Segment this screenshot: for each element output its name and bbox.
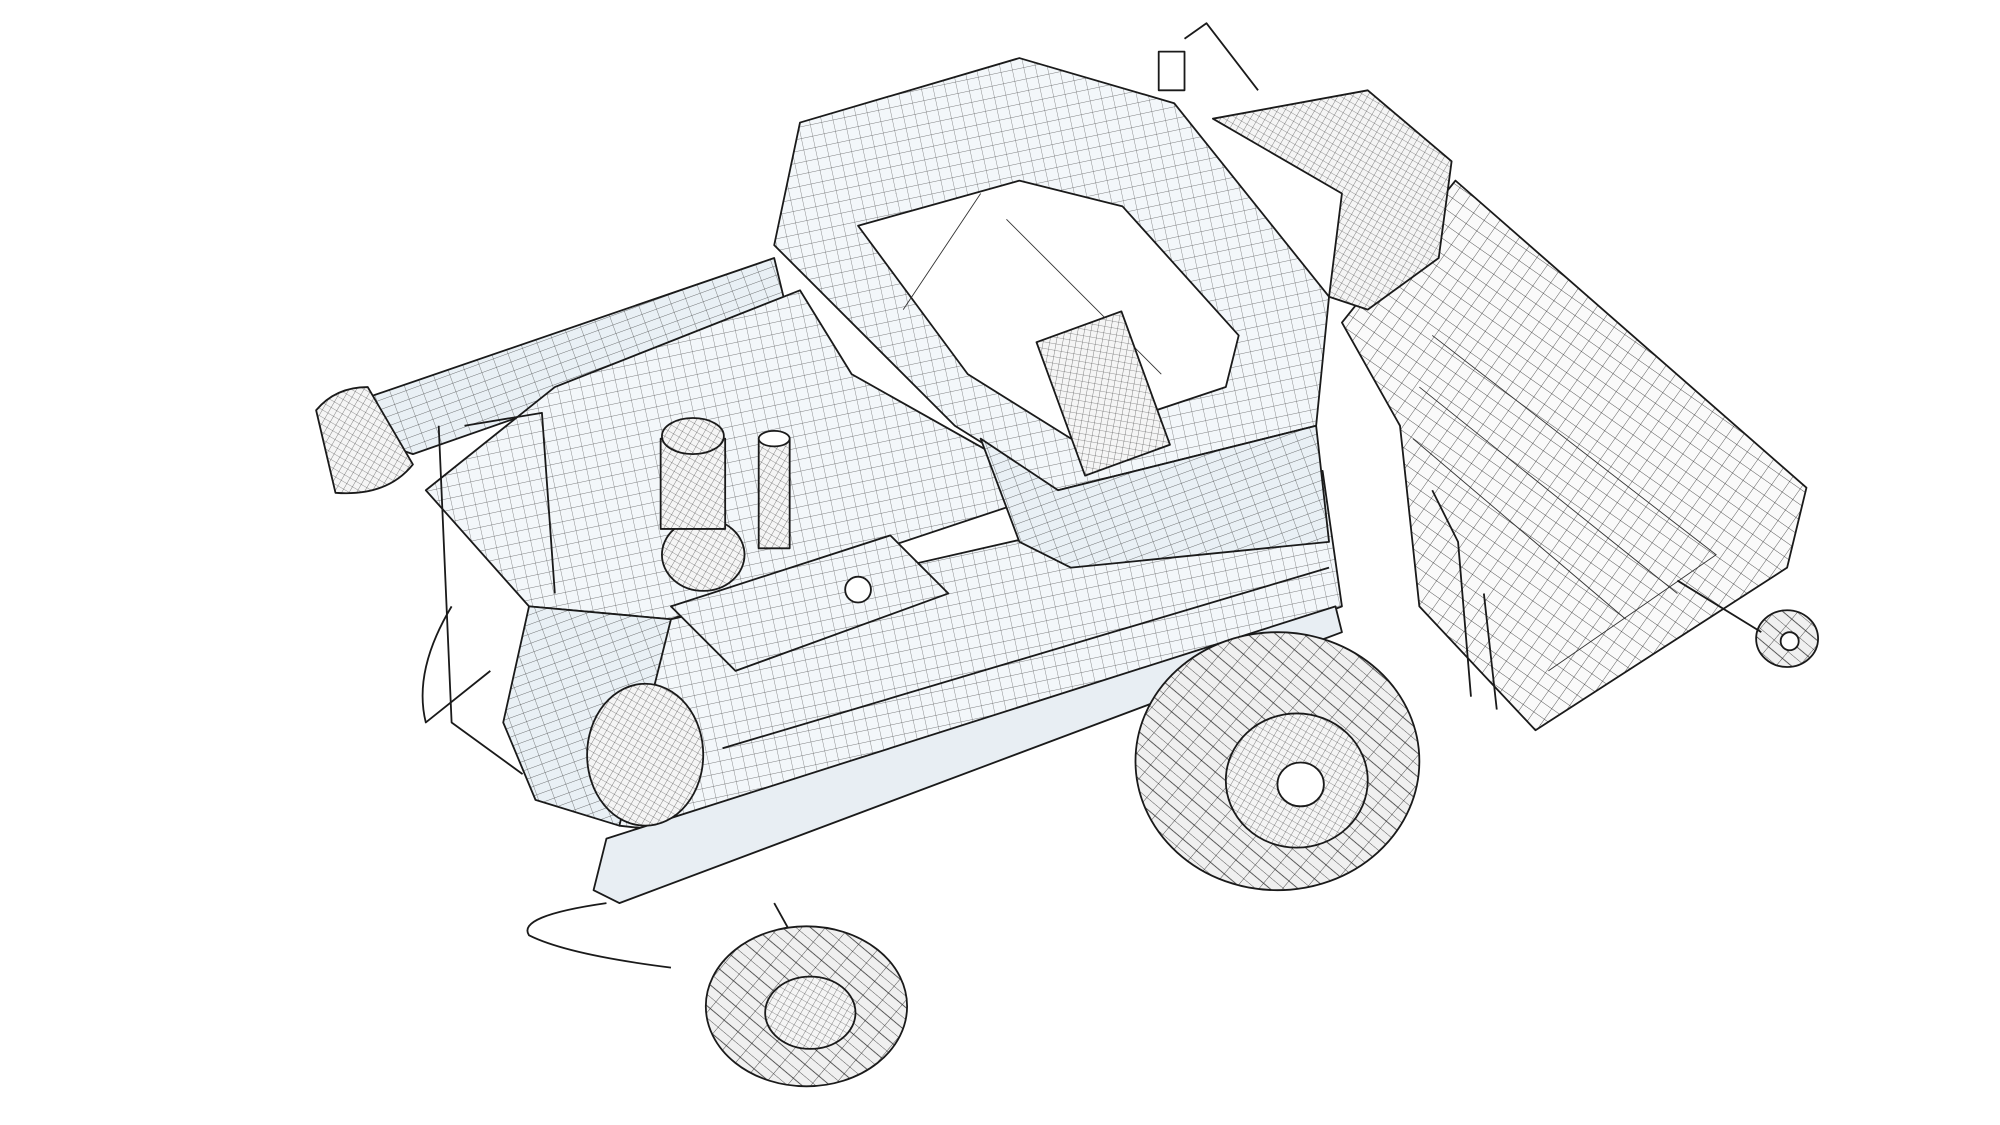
header-assembly xyxy=(1341,179,1808,732)
feeder-house xyxy=(1211,89,1453,311)
rear-wheel xyxy=(704,902,908,1088)
ladder-rails xyxy=(421,411,1498,969)
engine-components xyxy=(586,417,950,827)
main-body xyxy=(502,469,1343,904)
cab xyxy=(773,57,1330,569)
mirror xyxy=(1157,22,1259,92)
unloading-auger xyxy=(315,257,791,495)
front-wheel xyxy=(1134,631,1421,892)
header-gauge-wheel xyxy=(1676,579,1819,668)
